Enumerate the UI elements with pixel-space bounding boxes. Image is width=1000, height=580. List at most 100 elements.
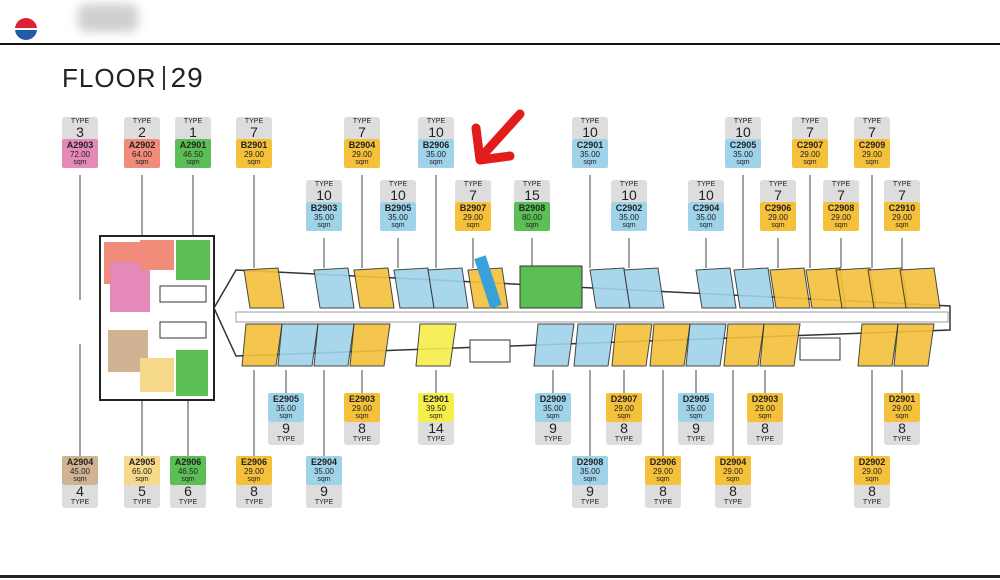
type-word: TYPE — [236, 117, 272, 126]
type-word: TYPE — [884, 180, 920, 189]
red-arrow-icon — [471, 109, 525, 165]
unit-area: 29.00 — [351, 150, 373, 159]
unit-area: 35.00 — [695, 213, 717, 222]
top-unit — [695, 267, 737, 309]
type-word: TYPE — [344, 117, 380, 126]
type-number: 9 — [678, 421, 714, 435]
unit-code: B2904 — [348, 140, 376, 150]
type-number: 10 — [725, 125, 761, 139]
type-number: 3 — [62, 125, 98, 139]
type-word: TYPE — [455, 180, 491, 189]
type-word: TYPE — [884, 435, 920, 445]
unit-area: 39.50 — [425, 404, 447, 413]
type-number: 7 — [760, 188, 796, 202]
unit-code: E2904 — [310, 457, 338, 467]
type-number: 1 — [175, 125, 211, 139]
unit-sqm: sqm — [429, 413, 443, 420]
floor-number: 29 — [170, 62, 204, 93]
stair-core — [469, 339, 511, 363]
type-word: TYPE — [792, 117, 828, 126]
unit-code: C2902 — [615, 203, 643, 213]
unit-code: B2903 — [310, 203, 338, 213]
type-number: 6 — [170, 484, 206, 498]
type-word: TYPE — [380, 180, 416, 189]
unit-sqm: sqm — [622, 222, 636, 229]
unit-area: 29.00 — [243, 150, 265, 159]
top-unit — [243, 267, 285, 309]
unit-code: C2906 — [764, 203, 792, 213]
type-number: 10 — [688, 188, 724, 202]
unit-code: D2908 — [576, 457, 604, 467]
type-word: TYPE — [62, 498, 98, 508]
bottom-unit — [533, 323, 575, 367]
type-word: TYPE — [124, 117, 160, 126]
unit-area: 35.00 — [579, 467, 601, 476]
type-number: 8 — [747, 421, 783, 435]
unit-a2902-room — [140, 240, 174, 270]
unit-code: D2902 — [858, 457, 886, 467]
type-number: 10 — [572, 125, 608, 139]
unit-b2908-room — [519, 265, 583, 309]
unit-area: 80.00 — [521, 213, 543, 222]
unit-area: 29.00 — [652, 467, 674, 476]
unit-area: 35.00 — [618, 213, 640, 222]
type-word: TYPE — [175, 117, 211, 126]
blurred-brand — [78, 4, 138, 32]
unit-area: 72.00 — [69, 150, 91, 159]
unit-sqm: sqm — [355, 159, 369, 166]
bottom-unit — [573, 323, 615, 367]
unit-code: C2909 — [858, 140, 886, 150]
type-word: TYPE — [854, 498, 890, 508]
unit-sqm: sqm — [135, 159, 149, 166]
unit-area: 35.00 — [685, 404, 707, 413]
type-number: 9 — [268, 421, 304, 435]
top-unit — [623, 267, 665, 309]
unit-code: A2903 — [66, 140, 94, 150]
unit-area: 29.00 — [799, 150, 821, 159]
type-word: TYPE — [747, 435, 783, 445]
